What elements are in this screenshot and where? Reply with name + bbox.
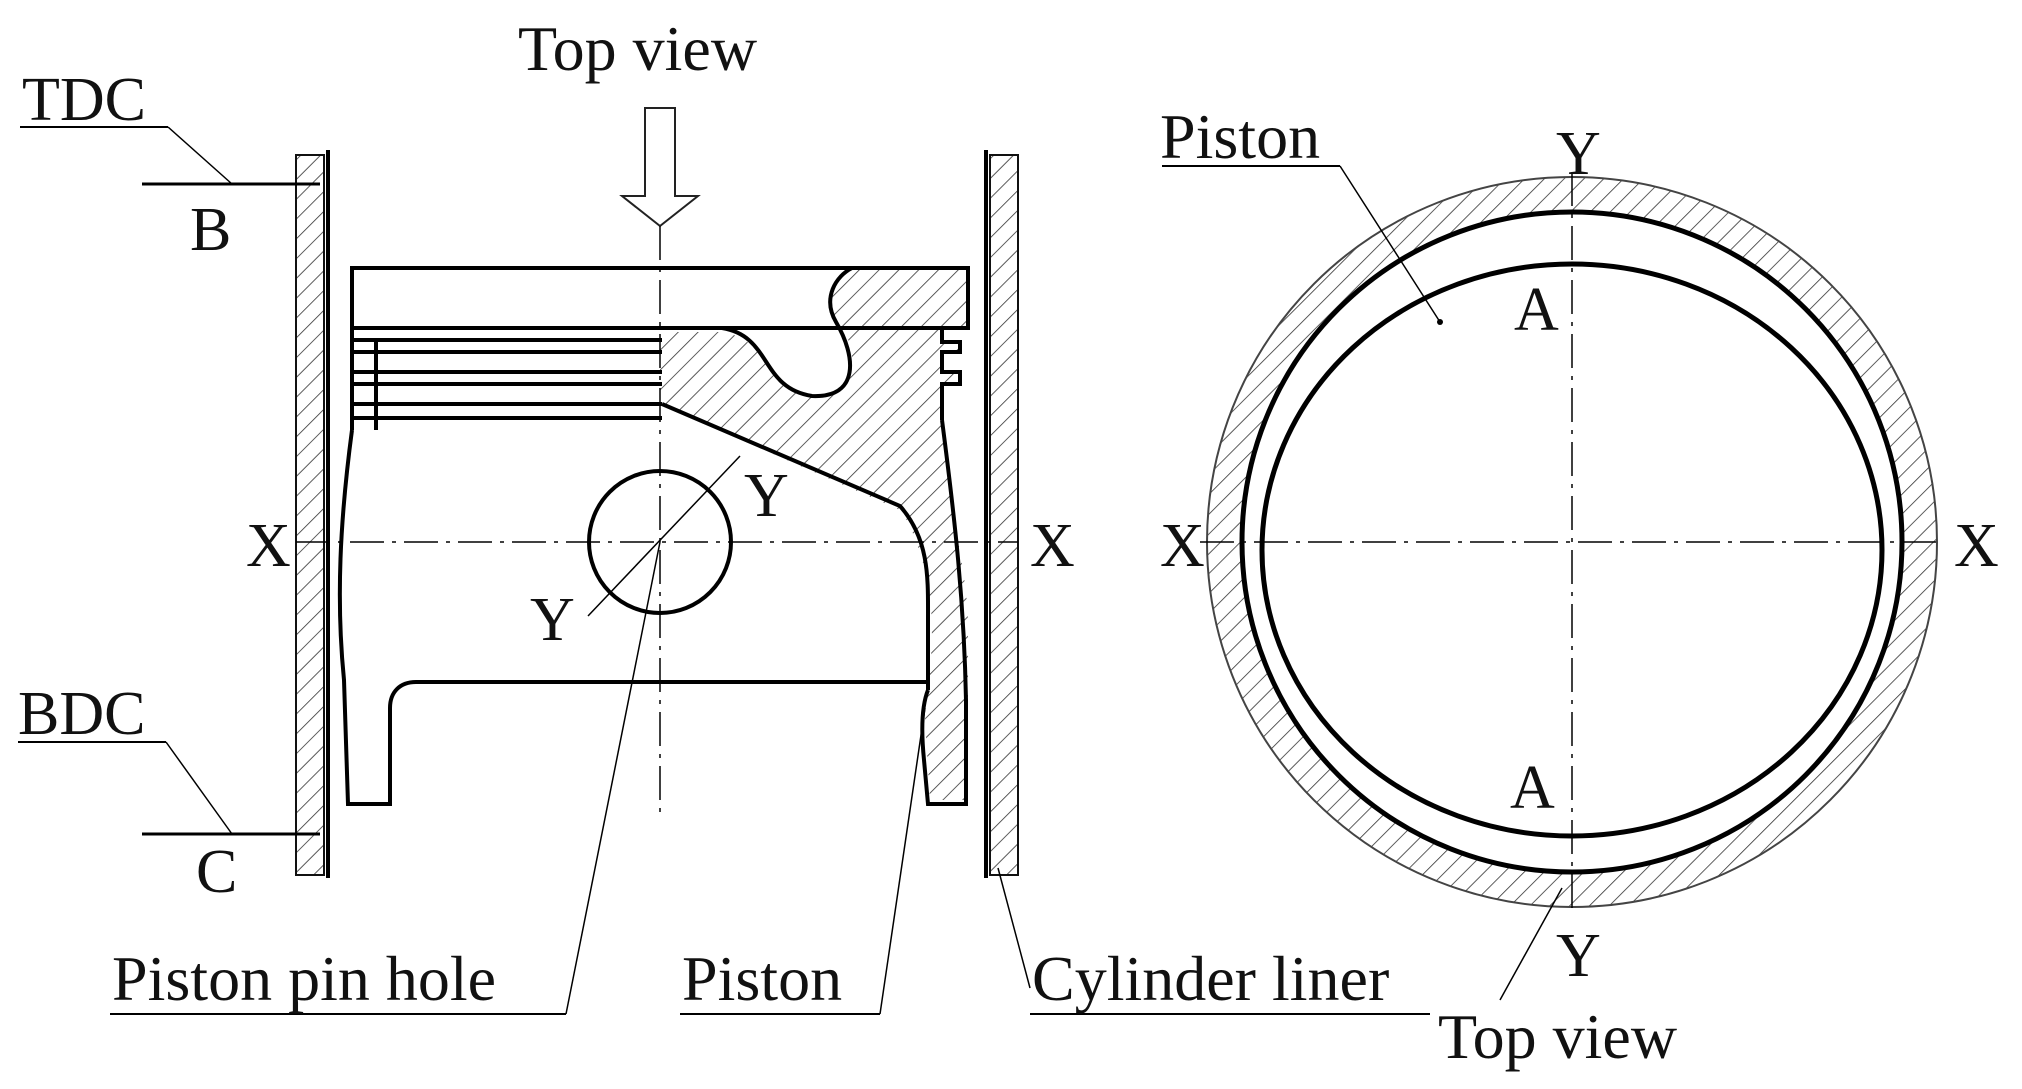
plan-top-view-leader bbox=[1499, 887, 1563, 1001]
plan-y-bottom-label: Y bbox=[1556, 922, 1601, 990]
y-upper-label: Y bbox=[744, 462, 789, 530]
pin-axis-y bbox=[587, 455, 741, 617]
piston-leader bbox=[879, 707, 926, 1015]
liner-wall-right bbox=[989, 154, 1019, 876]
plan-top-view-label: Top view bbox=[1438, 1001, 1677, 1072]
tdc-label: TDC bbox=[22, 66, 146, 134]
pin-hole-label: Piston pin hole bbox=[112, 943, 496, 1014]
plan-a-bottom-label: A bbox=[1510, 754, 1555, 822]
bdc-leader bbox=[165, 741, 233, 835]
piston-skirt-right bbox=[920, 419, 968, 806]
top-view-label-left: Top view bbox=[518, 13, 757, 84]
side-section-view: Top view TDC B BDC C X X Y Y Piston pin … bbox=[18, 13, 1430, 1015]
liner-wall-left bbox=[295, 154, 325, 876]
y-lower-label: Y bbox=[530, 586, 575, 654]
ring-grooves-left bbox=[350, 328, 662, 430]
piston-crown-hatch bbox=[660, 268, 968, 800]
c-label: C bbox=[196, 838, 237, 906]
plan-piston-label: Piston bbox=[1160, 101, 1320, 172]
pin-boss-edge bbox=[661, 402, 931, 690]
x-right-label: X bbox=[1030, 512, 1075, 580]
plan-a-top-label: A bbox=[1514, 276, 1559, 344]
pin-hole-leader bbox=[565, 541, 661, 1015]
crown-combustion-bowl bbox=[662, 266, 853, 399]
plan-y-top-label: Y bbox=[1556, 120, 1601, 188]
plan-x-left-label: X bbox=[1160, 512, 1205, 580]
plan-x-right-label: X bbox=[1954, 512, 1999, 580]
top-view-arrow bbox=[619, 107, 701, 228]
plan-piston-leader-dot bbox=[1437, 319, 1443, 325]
liner-leader bbox=[997, 867, 1031, 989]
piston-crown-top-hatch bbox=[829, 270, 966, 326]
plan-piston-leader bbox=[1339, 165, 1441, 323]
b-label: B bbox=[190, 196, 231, 264]
ring-grooves-right bbox=[940, 326, 962, 420]
x-left-label: X bbox=[246, 512, 291, 580]
piston-label-left: Piston bbox=[682, 943, 842, 1014]
bdc-label: BDC bbox=[18, 680, 145, 748]
top-plan-view: Piston Y Y X X A A Top view bbox=[1160, 101, 1999, 1072]
tdc-leader bbox=[167, 126, 233, 185]
piston-skirt-left bbox=[337, 429, 928, 806]
cylinder-liner-label: Cylinder liner bbox=[1032, 943, 1389, 1014]
